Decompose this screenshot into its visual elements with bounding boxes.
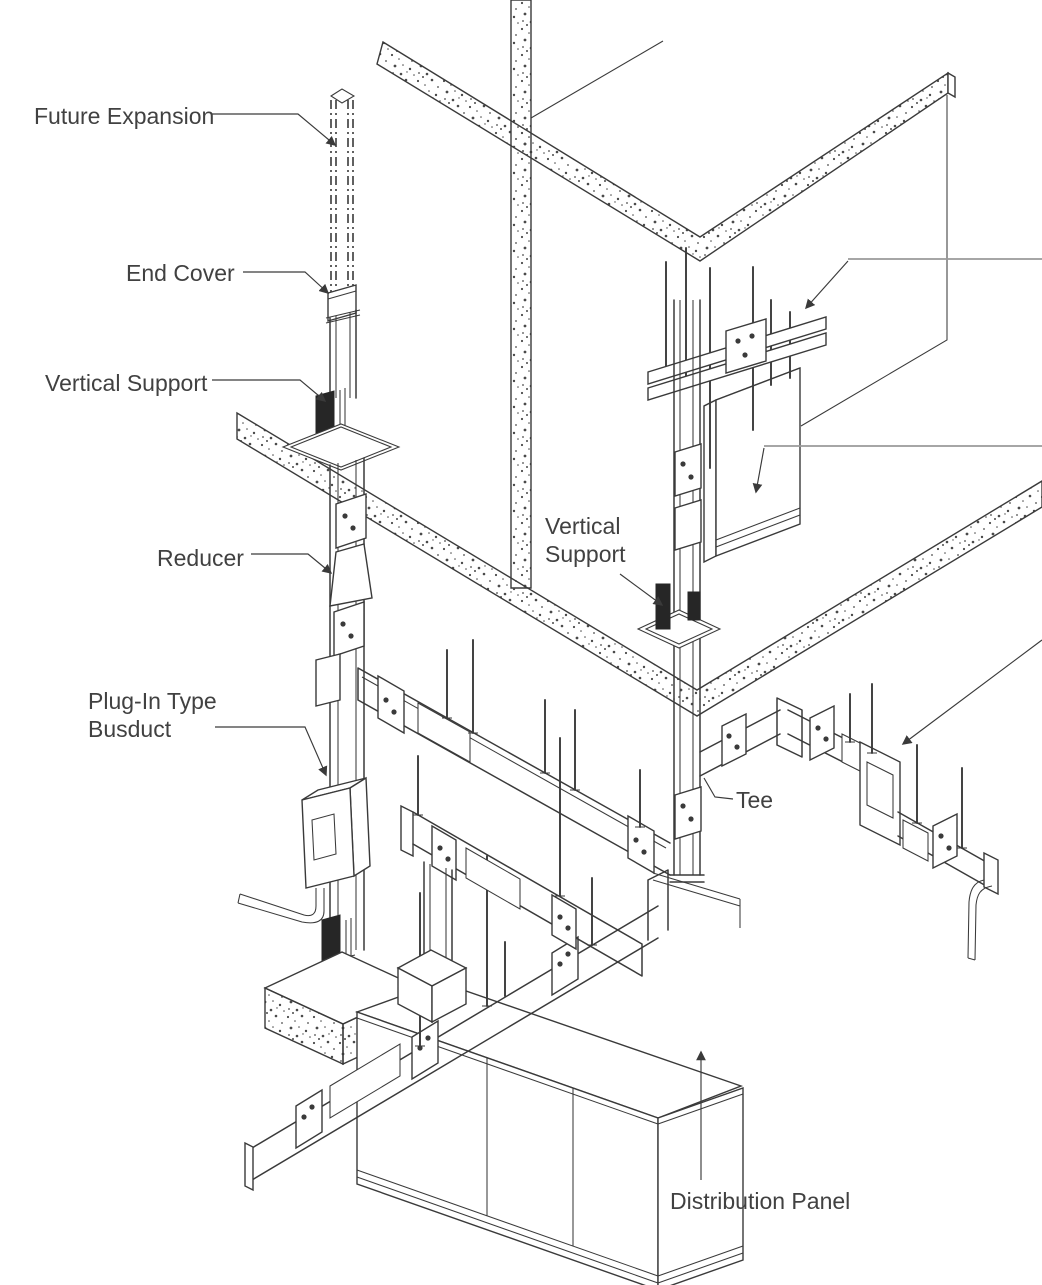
upper-floor-slab — [236, 411, 1042, 717]
leader-reducer — [251, 553, 333, 574]
label-future-expansion: Future Expansion — [34, 103, 214, 129]
corner-elbow — [776, 697, 803, 758]
junction-box — [315, 653, 341, 707]
leader-plug-in-busduct — [215, 726, 328, 777]
middle-vertical-support — [636, 583, 722, 649]
plug-in-unit — [301, 776, 371, 889]
end-flange — [244, 1141, 254, 1192]
label-plug-in-line1: Plug-In Type — [88, 688, 217, 714]
hanger-rods-right-run — [845, 683, 967, 849]
roof-beam-end-face — [947, 71, 956, 99]
label-reducer: Reducer — [157, 545, 244, 571]
labels: Future Expansion End Cover Vertical Supp… — [34, 103, 850, 1214]
label-vertical-support-mid-line2: Support — [545, 541, 626, 567]
label-end-cover: End Cover — [126, 260, 235, 286]
wall-ridge-line — [530, 40, 664, 119]
end-cover — [327, 284, 357, 322]
left-riser-busduct-upper — [325, 309, 361, 399]
right-conduit-drop — [967, 879, 993, 961]
future-expansion-duct — [330, 88, 356, 298]
leader-vertical-support-left — [212, 379, 327, 402]
leader-right-edge-lower — [901, 639, 1042, 745]
leader-future-expansion — [212, 113, 337, 146]
label-plug-in-line2: Busduct — [88, 716, 172, 742]
end-flange — [400, 804, 414, 858]
leader-vertical-support-mid — [619, 573, 664, 606]
left-vertical-support — [281, 388, 401, 471]
end-flange — [983, 851, 999, 896]
leader-right-edge-middle — [752, 445, 1042, 494]
reducer-fitting — [329, 543, 373, 607]
left-riser-busduct-lower — [315, 457, 373, 951]
concrete-column — [510, 0, 532, 589]
horizontal-busduct-run-lower — [244, 869, 741, 1192]
riser-to-small-pad — [396, 861, 468, 1024]
roof-beam — [376, 40, 956, 262]
leader-right-edge-top — [805, 258, 1042, 310]
distribution-panel — [354, 981, 744, 1285]
hanger-rods-middle-run — [413, 737, 565, 897]
middle-riser-busduct — [669, 299, 705, 883]
open-end-flange — [669, 874, 705, 883]
label-tee: Tee — [736, 787, 773, 813]
leader-tee — [703, 777, 734, 800]
horizontal-busduct-run-middle — [400, 804, 643, 977]
equipment-cabinet — [703, 366, 801, 564]
label-vertical-support-mid-line1: Vertical — [545, 513, 620, 539]
conduit-drop-left — [237, 888, 325, 924]
wall-corner-lines — [800, 95, 948, 427]
tee-fitting — [699, 697, 803, 777]
right-horizontal-run — [787, 704, 999, 896]
panel-door-dividers — [486, 1058, 574, 1246]
horizontal-busduct-run-upper — [357, 667, 671, 876]
hanger-rods-upper-run — [442, 639, 645, 828]
label-vertical-support-left: Vertical Support — [45, 370, 208, 396]
leader-end-cover — [243, 271, 330, 294]
panel-top-connector — [647, 869, 669, 941]
label-distribution-panel: Distribution Panel — [670, 1188, 850, 1214]
